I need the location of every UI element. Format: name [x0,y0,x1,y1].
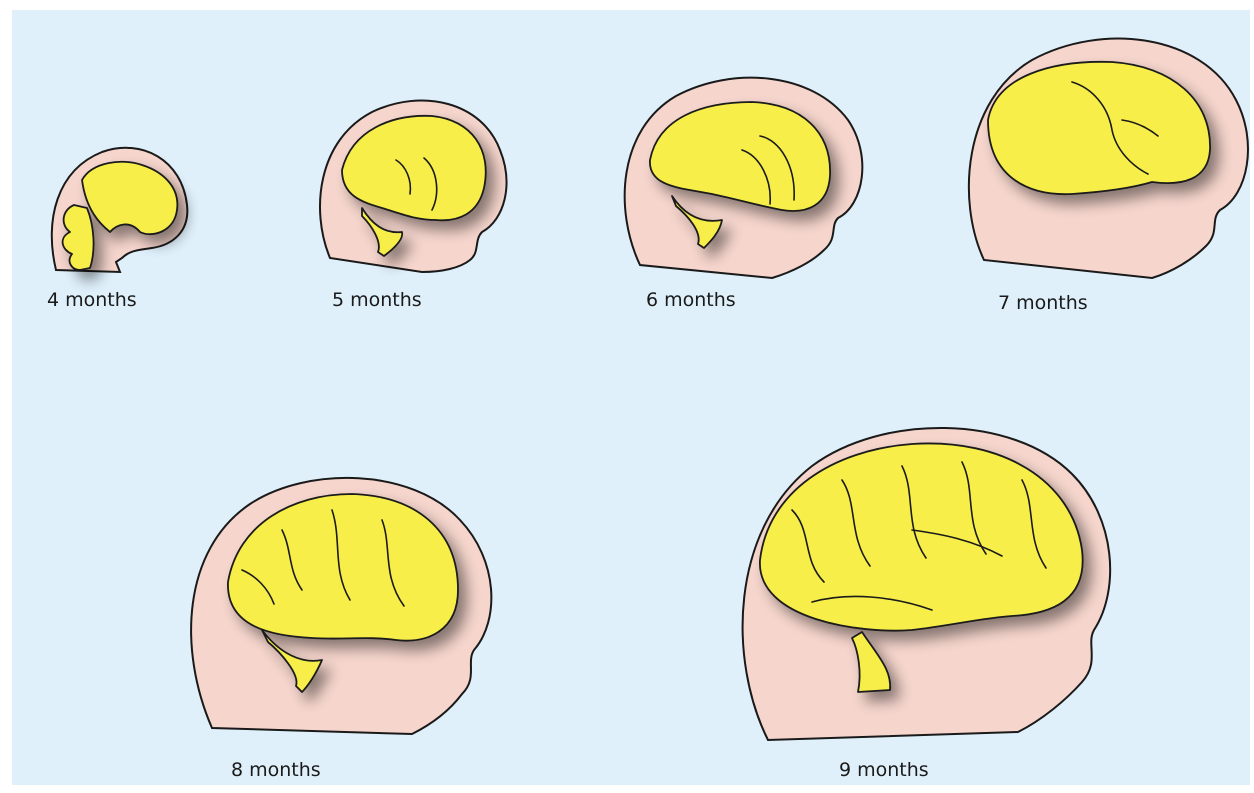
diagram-panel: 4 months 5 months 6 months 7 months 8 mo… [12,10,1250,785]
stage-label-7-months: 7 months [998,292,1088,314]
head-8-months [191,478,491,734]
stage-label-9-months: 9 months [839,759,929,781]
brain-development-figure [12,10,1250,785]
stage-label-6-months: 6 months [646,289,736,311]
stage-label-5-months: 5 months [332,289,422,311]
head-6-months [625,78,863,278]
stage-label-8-months: 8 months [231,759,321,781]
stage-label-4-months: 4 months [47,289,137,311]
